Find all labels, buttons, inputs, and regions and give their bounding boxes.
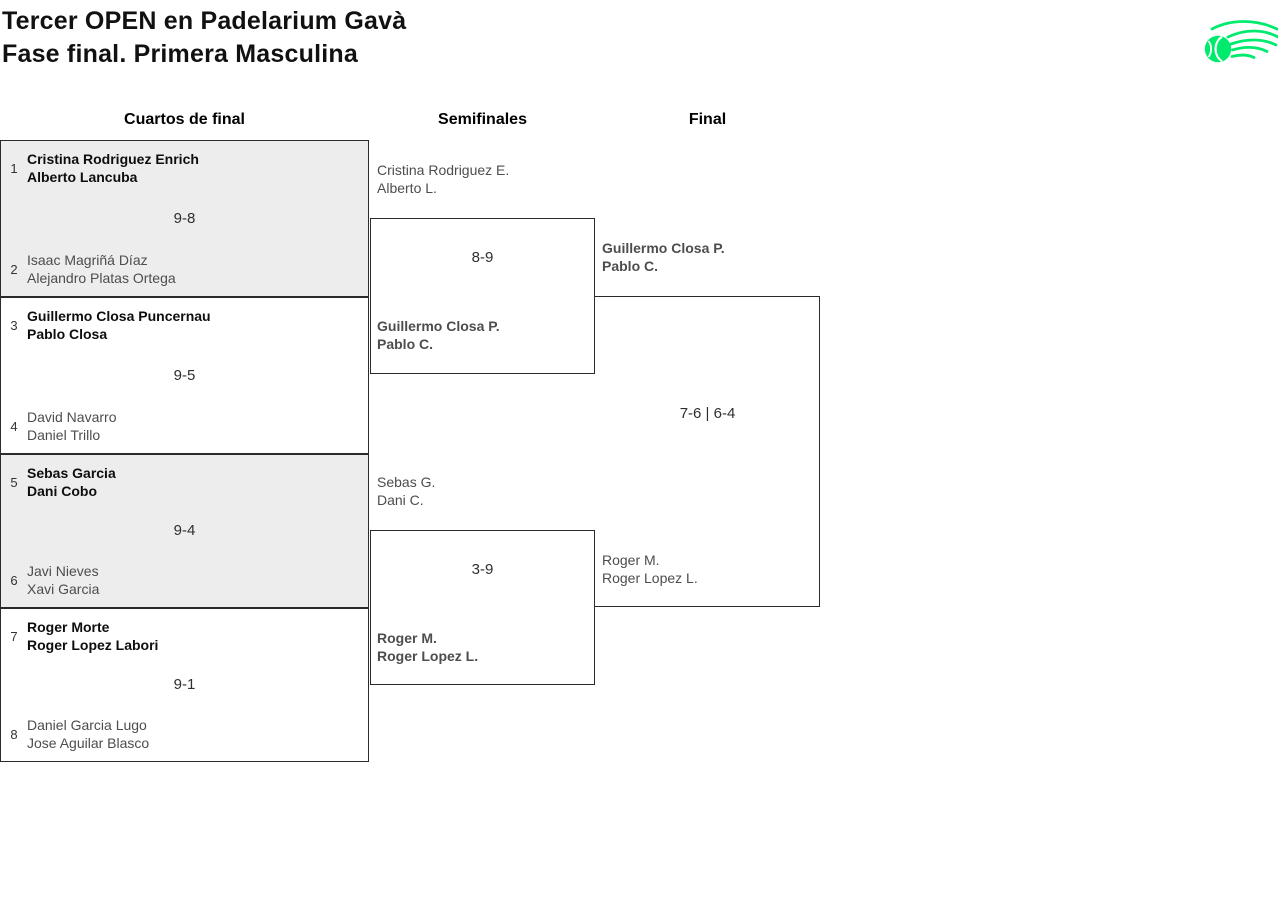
page-title: Tercer OPEN en Padelarium Gavà xyxy=(2,7,407,35)
player-name: Cristina Rodriguez Enrich xyxy=(27,151,199,167)
page-subtitle: Fase final. Primera Masculina xyxy=(2,40,358,68)
team-name: Daniel Garcia Lugo Jose Aguilar Blasco xyxy=(27,716,149,752)
player-name: Javi Nieves xyxy=(27,563,99,579)
team-name: Roger M. Roger Lopez L. xyxy=(602,551,698,587)
team-name: Cristina Rodriguez Enrich Alberto Lancub… xyxy=(27,150,199,186)
team-name: Guillermo Closa P. Pablo C. xyxy=(377,317,500,353)
player-name: Daniel Trillo xyxy=(27,427,101,443)
semifinal-match-2-box xyxy=(370,530,595,685)
match-score: 9-5 xyxy=(173,366,196,384)
player-name: Dani Cobo xyxy=(27,483,97,499)
match-score: 7-6 | 6-4 xyxy=(679,405,736,422)
player-name: Jose Aguilar Blasco xyxy=(27,735,150,751)
column-header-final: Final xyxy=(688,111,727,128)
seed-number: 8 xyxy=(10,726,18,742)
player-name: Cristina Rodriguez E. xyxy=(377,162,510,178)
page-header: Tercer OPEN en Padelarium Gavà Fase fina… xyxy=(2,5,406,71)
padel-ball-logo-icon xyxy=(1204,20,1278,63)
match-score: 3-9 xyxy=(471,561,494,578)
team-name: Sebas G. Dani C. xyxy=(377,473,435,509)
quarterfinal-match-1: 1 Cristina Rodriguez Enrich Alberto Lanc… xyxy=(0,140,369,297)
player-name: Alberto L. xyxy=(377,180,437,196)
player-name: Sebas Garcia xyxy=(27,465,116,481)
team-name: Javi Nieves Xavi Garcia xyxy=(27,562,99,598)
player-name: Roger M. xyxy=(377,630,437,646)
player-name: Daniel Garcia Lugo xyxy=(27,717,147,733)
seed-number: 3 xyxy=(10,317,18,333)
seed-number: 4 xyxy=(10,418,18,434)
player-name: Sebas G. xyxy=(377,474,436,490)
quarterfinal-match-2: 3 Guillermo Closa Puncernau Pablo Closa … xyxy=(0,297,369,454)
team-name: Cristina Rodriguez E. Alberto L. xyxy=(377,161,509,197)
player-name: Roger Lopez L. xyxy=(377,648,479,664)
player-name: Roger Lopez Labori xyxy=(27,637,159,653)
column-header-quarterfinals: Cuartos de final xyxy=(124,111,245,128)
seed-number: 6 xyxy=(10,572,18,588)
match-score: 9-4 xyxy=(173,522,196,539)
player-name: Guillermo Closa Puncernau xyxy=(27,308,211,324)
player-name: Alberto Lancuba xyxy=(27,169,138,185)
team-name: David Navarro Daniel Trillo xyxy=(27,408,116,444)
quarterfinal-match-4: 7 Roger Morte Roger Lopez Labori 9-1 8 D… xyxy=(0,608,369,762)
seed-number: 5 xyxy=(10,474,18,490)
player-name: Isaac Magriñá Díaz xyxy=(27,252,148,268)
seed-number: 7 xyxy=(10,628,18,644)
team-name: Isaac Magriñá Díaz Alejandro Platas Orte… xyxy=(27,251,176,287)
player-name: Guillermo Closa P. xyxy=(377,318,500,334)
team-name: Guillermo Closa Puncernau Pablo Closa xyxy=(27,307,211,343)
quarterfinal-match-3: 5 Sebas Garcia Dani Cobo 9-4 6 Javi Niev… xyxy=(0,454,369,608)
match-score: 9-8 xyxy=(173,209,196,227)
player-name: Pablo C. xyxy=(602,258,659,274)
seed-number: 1 xyxy=(10,160,18,176)
seed-number: 2 xyxy=(10,261,18,277)
team-name: Roger M. Roger Lopez L. xyxy=(377,629,478,665)
player-name: Pablo C. xyxy=(377,336,434,352)
match-score: 8-9 xyxy=(471,249,494,266)
player-name: Xavi Garcia xyxy=(27,581,100,597)
player-name: Alejandro Platas Ortega xyxy=(27,270,176,286)
player-name: Guillermo Closa P. xyxy=(602,240,725,256)
team-name: Roger Morte Roger Lopez Labori xyxy=(27,618,158,654)
player-name: Pablo Closa xyxy=(27,326,108,342)
player-name: Roger Lopez L. xyxy=(602,570,698,586)
player-name: David Navarro xyxy=(27,409,117,425)
match-score: 9-1 xyxy=(173,676,196,693)
semifinal-match-1-box xyxy=(370,218,595,374)
player-name: Roger M. xyxy=(602,552,660,568)
player-name: Dani C. xyxy=(377,492,424,508)
player-name: Roger Morte xyxy=(27,619,110,635)
team-name: Sebas Garcia Dani Cobo xyxy=(27,464,116,500)
column-header-semifinals: Semifinales xyxy=(438,111,527,128)
final-match-box xyxy=(595,296,820,607)
team-name: Guillermo Closa P. Pablo C. xyxy=(602,239,725,275)
